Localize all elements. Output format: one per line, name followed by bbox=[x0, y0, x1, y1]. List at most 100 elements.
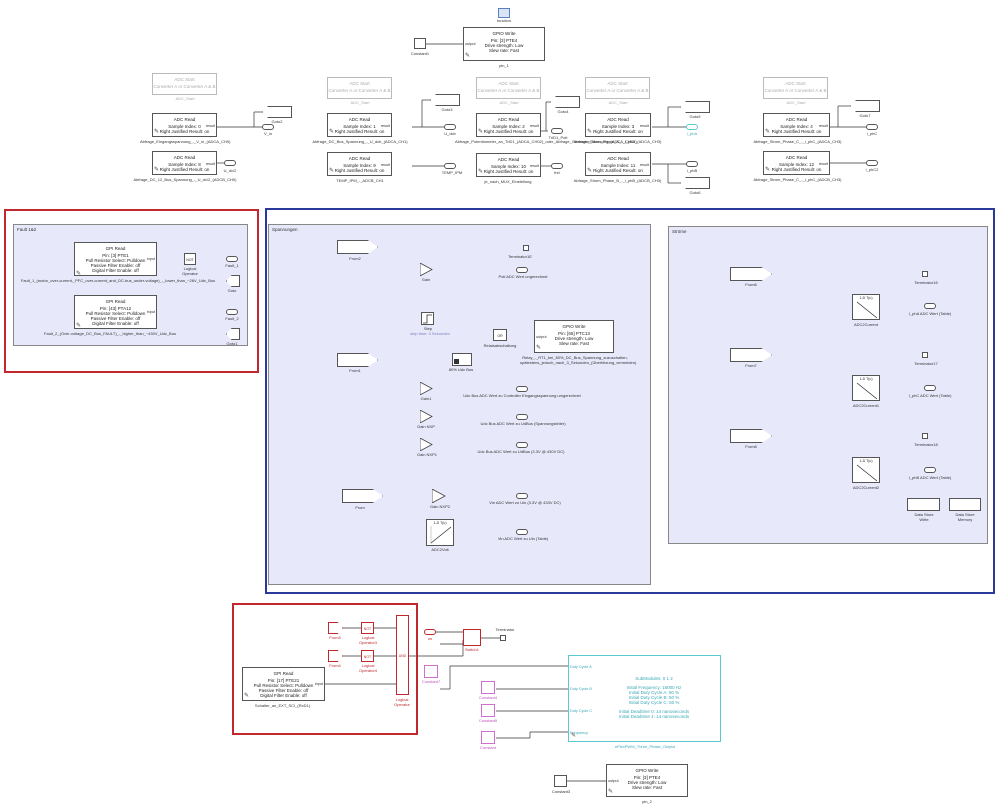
goto-poti[interactable] bbox=[516, 267, 528, 273]
goto-label: TEMP_IPM bbox=[441, 170, 463, 175]
stroeme-title: Ströme bbox=[672, 229, 687, 234]
constant7-block[interactable] bbox=[424, 665, 438, 678]
from7-label: From7 bbox=[745, 363, 757, 368]
goto-gain-nxp1[interactable] bbox=[516, 442, 528, 448]
step-block[interactable] bbox=[421, 312, 434, 325]
gpio-write-pin1-block[interactable]: GPIO Write Pin: [3] PTE4 Drive strength:… bbox=[463, 27, 545, 61]
from-on-block[interactable] bbox=[424, 629, 436, 635]
constant3-block[interactable] bbox=[554, 775, 567, 787]
goto-fault2[interactable] bbox=[226, 309, 238, 315]
goto-fault1[interactable] bbox=[226, 256, 238, 262]
stroeme-subsystem[interactable]: Ströme bbox=[668, 226, 988, 544]
goto-adc2volt[interactable] bbox=[516, 529, 528, 535]
goto-iphB[interactable] bbox=[924, 467, 936, 473]
goto-block[interactable] bbox=[262, 124, 274, 130]
from-block[interactable] bbox=[342, 489, 383, 503]
goto-gain1[interactable] bbox=[516, 386, 528, 392]
constant-block[interactable] bbox=[481, 731, 495, 744]
and-block[interactable]: AND bbox=[396, 615, 409, 695]
adc2volt-lut[interactable]: 1-D T(u) bbox=[426, 519, 454, 546]
terminator17-label: Terminator17 bbox=[914, 361, 938, 366]
goto-block[interactable] bbox=[444, 163, 456, 169]
from1-block[interactable] bbox=[337, 353, 378, 367]
function-call-block[interactable] bbox=[498, 8, 510, 18]
from8-block[interactable] bbox=[730, 429, 772, 443]
gain-nxp2-block[interactable] bbox=[432, 489, 446, 503]
goto-block[interactable] bbox=[866, 124, 878, 130]
udc-bus-compare-block[interactable] bbox=[452, 353, 472, 366]
goto-gain-nxp[interactable] bbox=[516, 414, 528, 420]
goto2-block[interactable] bbox=[262, 106, 292, 118]
goto3-block[interactable] bbox=[430, 94, 460, 106]
goto-block[interactable] bbox=[551, 128, 563, 134]
goto-iphC[interactable] bbox=[924, 385, 936, 391]
goto1-block[interactable] bbox=[226, 328, 240, 340]
goto-block[interactable] bbox=[226, 275, 240, 287]
from3-block[interactable] bbox=[328, 622, 343, 634]
switch1-label: Switch1 bbox=[464, 647, 479, 652]
from4-block[interactable] bbox=[328, 650, 343, 662]
goto-gain-nxp2[interactable] bbox=[516, 493, 528, 499]
goto-iphA[interactable] bbox=[924, 303, 936, 309]
constant1-block[interactable] bbox=[414, 38, 426, 49]
terminator16-label: Terminator16 bbox=[914, 280, 938, 285]
goto-block[interactable] bbox=[224, 160, 236, 166]
data-store-memory-block[interactable] bbox=[949, 498, 981, 511]
not3-block[interactable]: NOT bbox=[361, 622, 374, 634]
goto-block[interactable] bbox=[866, 160, 878, 166]
goto-block[interactable] bbox=[686, 161, 698, 167]
adc2current2-lut[interactable]: 1-D T(u) bbox=[852, 457, 880, 483]
gain-nxp1-label: Gain NXP1 bbox=[416, 452, 437, 457]
from2-block[interactable] bbox=[337, 240, 378, 254]
constant5-block[interactable] bbox=[481, 704, 495, 717]
from6-block[interactable] bbox=[730, 267, 772, 281]
goto-block[interactable] bbox=[551, 163, 563, 169]
goto7-block[interactable] bbox=[850, 100, 880, 112]
gain-block[interactable] bbox=[420, 263, 433, 276]
adc2current1-lut[interactable]: 1-D T(u) bbox=[852, 375, 880, 401]
compare-icon bbox=[454, 359, 459, 364]
goto-block[interactable] bbox=[444, 124, 456, 130]
goto6-block[interactable] bbox=[680, 177, 710, 189]
gpio-title: GPIO Write bbox=[562, 324, 586, 329]
goto-gain1-label: Udc Bus ADC Wert zu Controller Eingangss… bbox=[463, 393, 581, 398]
goto4-block[interactable] bbox=[550, 96, 580, 108]
eflexpwm-block[interactable]: Duty Cycle A Duty Cycle B Duty Cycle C F… bbox=[568, 655, 721, 742]
relais-or-block[interactable]: OR bbox=[493, 329, 507, 341]
gain1-block[interactable] bbox=[420, 382, 433, 395]
gain-nxp-block[interactable] bbox=[420, 410, 433, 423]
spannungen-subsystem[interactable]: Spannungen bbox=[268, 224, 651, 585]
adc2current-lut[interactable]: 1-D T(u) bbox=[852, 294, 880, 320]
gain-nxp1-block[interactable] bbox=[420, 438, 433, 451]
goto-block[interactable] bbox=[686, 124, 698, 130]
function-call-label: function bbox=[496, 18, 511, 23]
from7-block[interactable] bbox=[730, 348, 772, 362]
goto5-block[interactable] bbox=[680, 101, 710, 113]
data-store-write-block[interactable] bbox=[907, 498, 940, 511]
adc-read-title: ADC Read bbox=[348, 156, 371, 161]
not4-block[interactable]: NOT bbox=[361, 650, 374, 662]
switch1-block[interactable] bbox=[463, 629, 481, 646]
not-block[interactable]: NOT bbox=[184, 253, 196, 265]
constant4-block[interactable] bbox=[481, 681, 495, 694]
